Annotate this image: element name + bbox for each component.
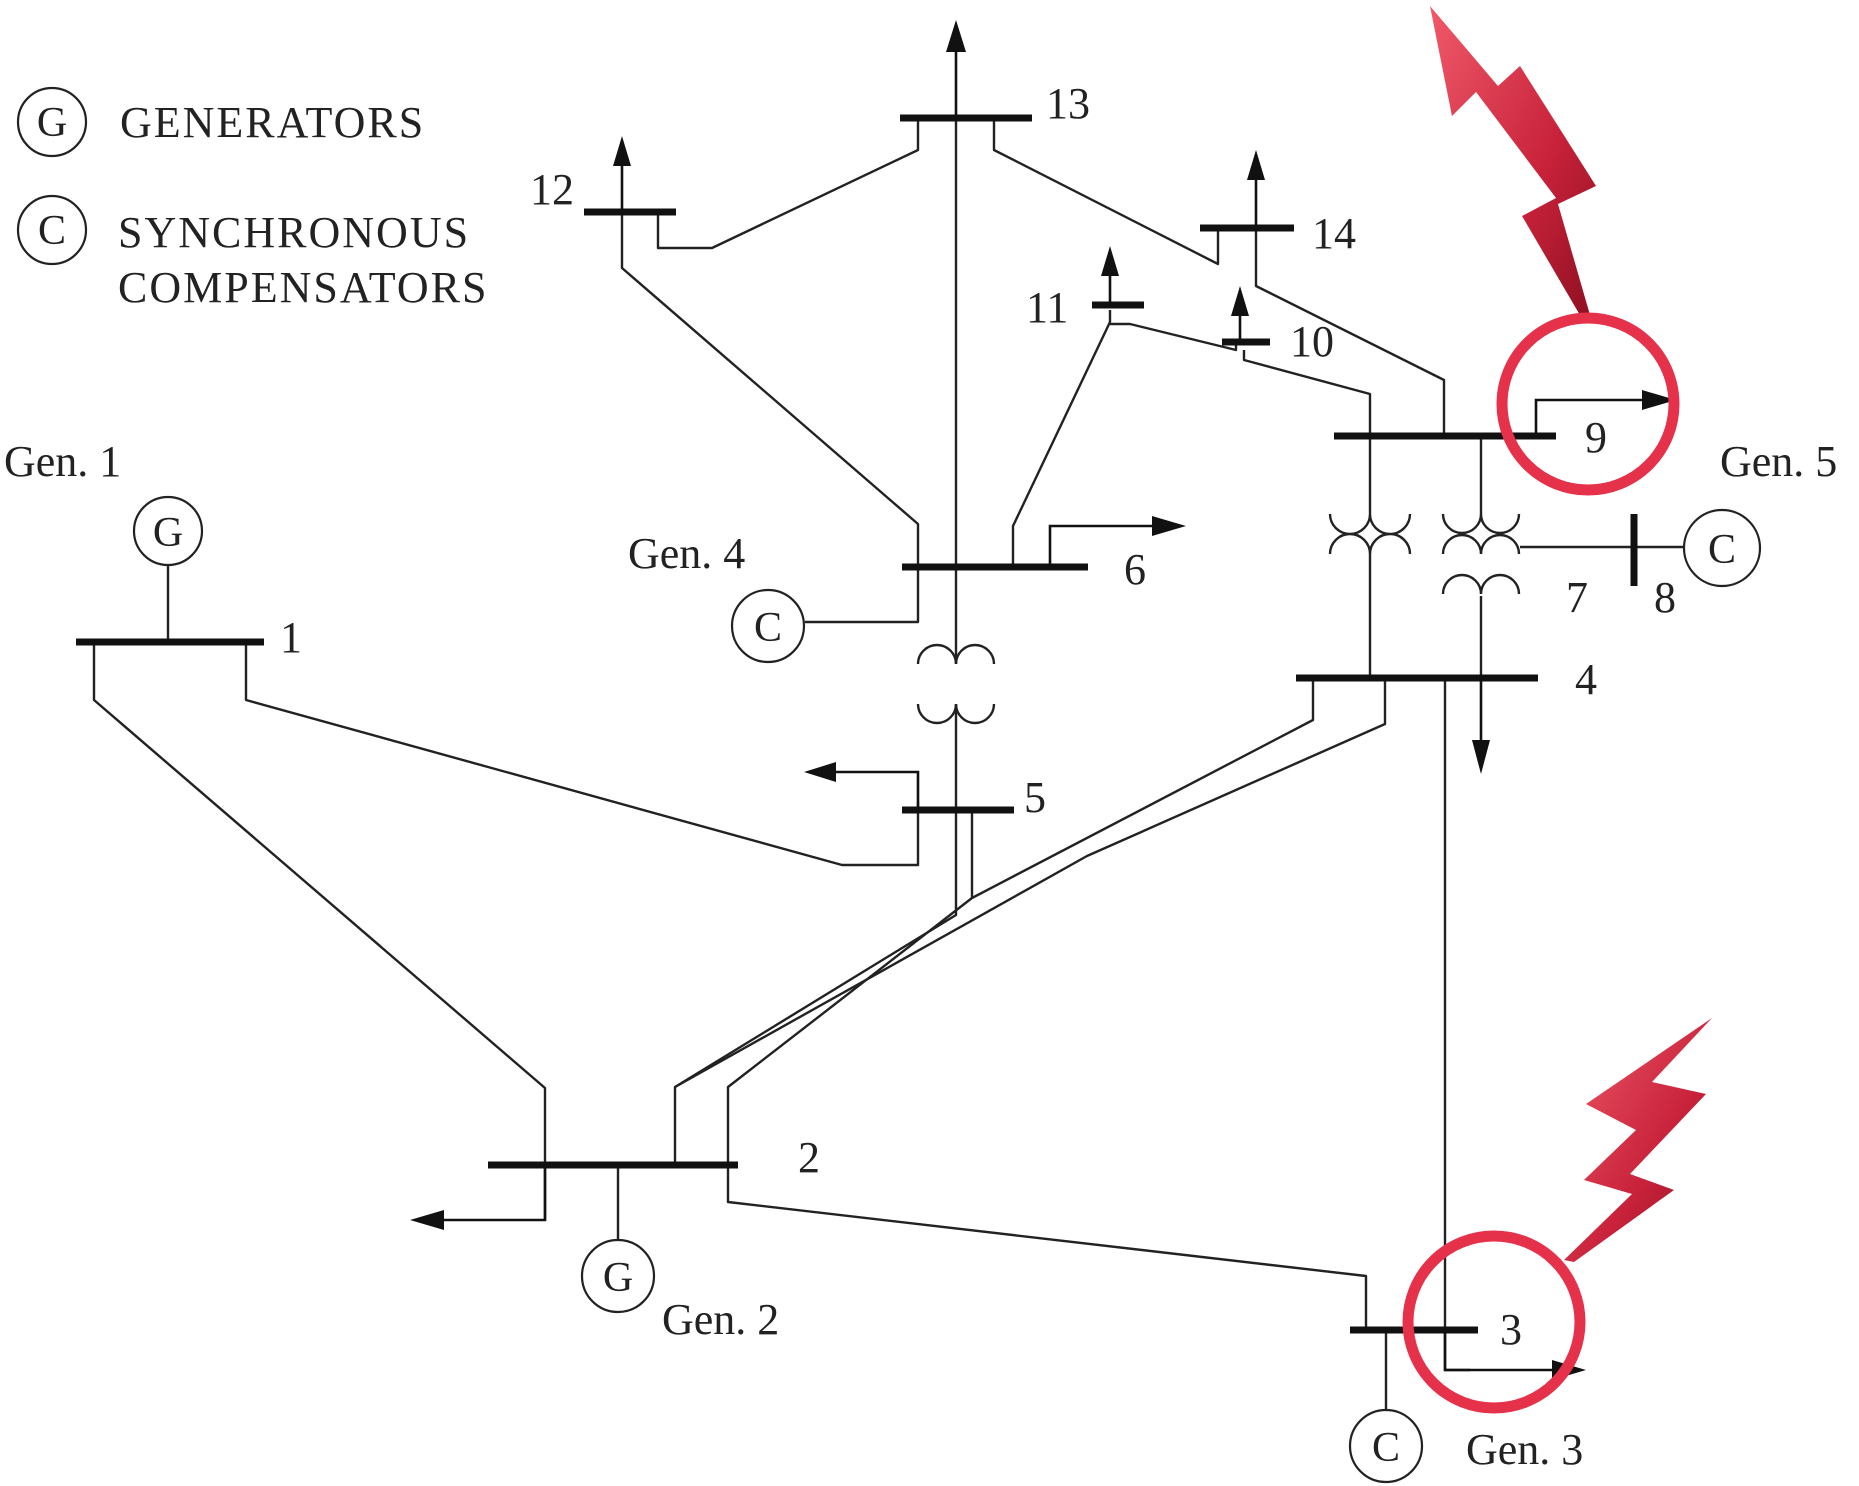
line-6-12 xyxy=(620,212,920,567)
line-2-3 xyxy=(726,1165,1368,1330)
load-4-arrow-icon xyxy=(1472,740,1490,774)
bus-13-label: 13 xyxy=(1046,79,1090,128)
line-1-5 xyxy=(244,642,920,867)
load-12-arrow-icon xyxy=(613,136,631,166)
bus-7-label: 7 xyxy=(1566,573,1588,622)
load-13-arrow-icon xyxy=(946,20,966,52)
gen-5-compensator-icon xyxy=(1682,508,1762,588)
gen-1-label: Gen. 1 xyxy=(4,437,121,486)
load-11-arrow-icon xyxy=(1101,246,1119,276)
gen-3-compensator-icon xyxy=(1348,1408,1424,1484)
transmission-lines xyxy=(92,118,1684,1410)
legend-compensator-label-line1: SYNCHRONOUS xyxy=(118,208,470,257)
line-12-13 xyxy=(656,118,920,250)
gen-2-symbol: G xyxy=(603,1255,633,1301)
gen-1-symbol: G xyxy=(153,510,183,556)
load-14-arrow-icon xyxy=(1247,150,1265,180)
bus-4-label: 4 xyxy=(1575,655,1597,704)
fault-bus-9-ring xyxy=(1496,312,1680,496)
line-14-9 xyxy=(1254,228,1446,436)
gen-4-symbol: C xyxy=(754,605,782,651)
load-9-shaft xyxy=(1534,398,1646,436)
line-4-3 xyxy=(1443,678,1470,1372)
fault-bus-9-lightning-icon xyxy=(1430,6,1596,322)
bus-5-label: 5 xyxy=(1024,773,1046,822)
fault-markers xyxy=(1402,6,1712,1414)
bus-14-label: 14 xyxy=(1312,209,1356,258)
line-2-5 xyxy=(726,678,1315,1165)
line-gen4-6 xyxy=(805,567,920,624)
gen-2-generator-icon xyxy=(580,1238,656,1314)
gen-1-generator-icon xyxy=(132,495,204,567)
line-1-2 xyxy=(92,642,547,1220)
legend-compensator-label-line2: COMPENSATORS xyxy=(118,263,488,312)
bus-12-label: 12 xyxy=(530,165,574,214)
line-6-11 xyxy=(1011,310,1112,567)
gen-5-label: Gen. 5 xyxy=(1720,437,1837,486)
bus-10-label: 10 xyxy=(1290,317,1334,366)
machines: G Gen. 1 G Gen. 2 C Gen. 3 C Gen. 4 C Ge… xyxy=(4,437,1837,1484)
bus-3-label: 3 xyxy=(1500,1305,1522,1354)
transformers xyxy=(916,513,1521,725)
legend-generator-symbol: G xyxy=(37,100,67,146)
line-10-9 xyxy=(1242,350,1372,436)
transformer-5-6-icon xyxy=(916,643,996,725)
load-5-arrow-icon xyxy=(804,762,836,782)
line-11-10 xyxy=(1110,322,1238,352)
load-9-arrow-icon xyxy=(1642,390,1676,410)
legend-generator-icon xyxy=(16,86,88,158)
bus-6-label: 6 xyxy=(1124,545,1146,594)
fault-bus-3-lightning-icon xyxy=(1564,1018,1712,1262)
legend-generator-label: GENERATORS xyxy=(120,98,425,147)
bus-11-label: 11 xyxy=(1026,283,1068,332)
load-10-arrow-icon xyxy=(1231,286,1249,316)
legend: G GENERATORS C SYNCHRONOUS COMPENSATORS xyxy=(16,86,488,312)
line-5-to-2 xyxy=(674,810,958,1089)
transformer-4-9-icon xyxy=(1328,513,1412,555)
fault-bus-3-ring xyxy=(1402,1230,1586,1414)
gen-5-symbol: C xyxy=(1708,527,1736,573)
load-2-arrow-icon xyxy=(410,1210,444,1230)
line-2-4 xyxy=(673,678,1387,1165)
transformer-4-7-9-icon xyxy=(1441,513,1521,595)
gen-3-symbol: C xyxy=(1372,1425,1400,1471)
bus-bars xyxy=(76,114,1638,1334)
gen-4-label: Gen. 4 xyxy=(628,529,745,578)
loads xyxy=(410,20,1676,1380)
legend-compensator-icon xyxy=(16,194,88,266)
gen-2-label: Gen. 2 xyxy=(662,1295,779,1344)
legend-compensator-symbol: C xyxy=(38,208,66,254)
load-2-shaft xyxy=(440,1165,547,1222)
bus-8-label: 8 xyxy=(1654,573,1676,622)
gen-4-compensator-icon xyxy=(730,588,806,664)
load-6-shaft xyxy=(1048,524,1156,567)
bus-9-label: 9 xyxy=(1585,413,1607,462)
bus-numbers: 1 2 3 4 5 6 7 8 9 10 11 12 13 14 xyxy=(280,79,1676,1354)
load-5-shaft xyxy=(832,770,920,810)
load-3-shaft xyxy=(1443,1330,1556,1372)
bus-2-label: 2 xyxy=(798,1133,820,1182)
line-13-14 xyxy=(992,118,1220,266)
gen-3-label: Gen. 3 xyxy=(1466,1425,1583,1474)
load-6-arrow-icon xyxy=(1152,516,1186,536)
bus-1-label: 1 xyxy=(280,613,302,662)
